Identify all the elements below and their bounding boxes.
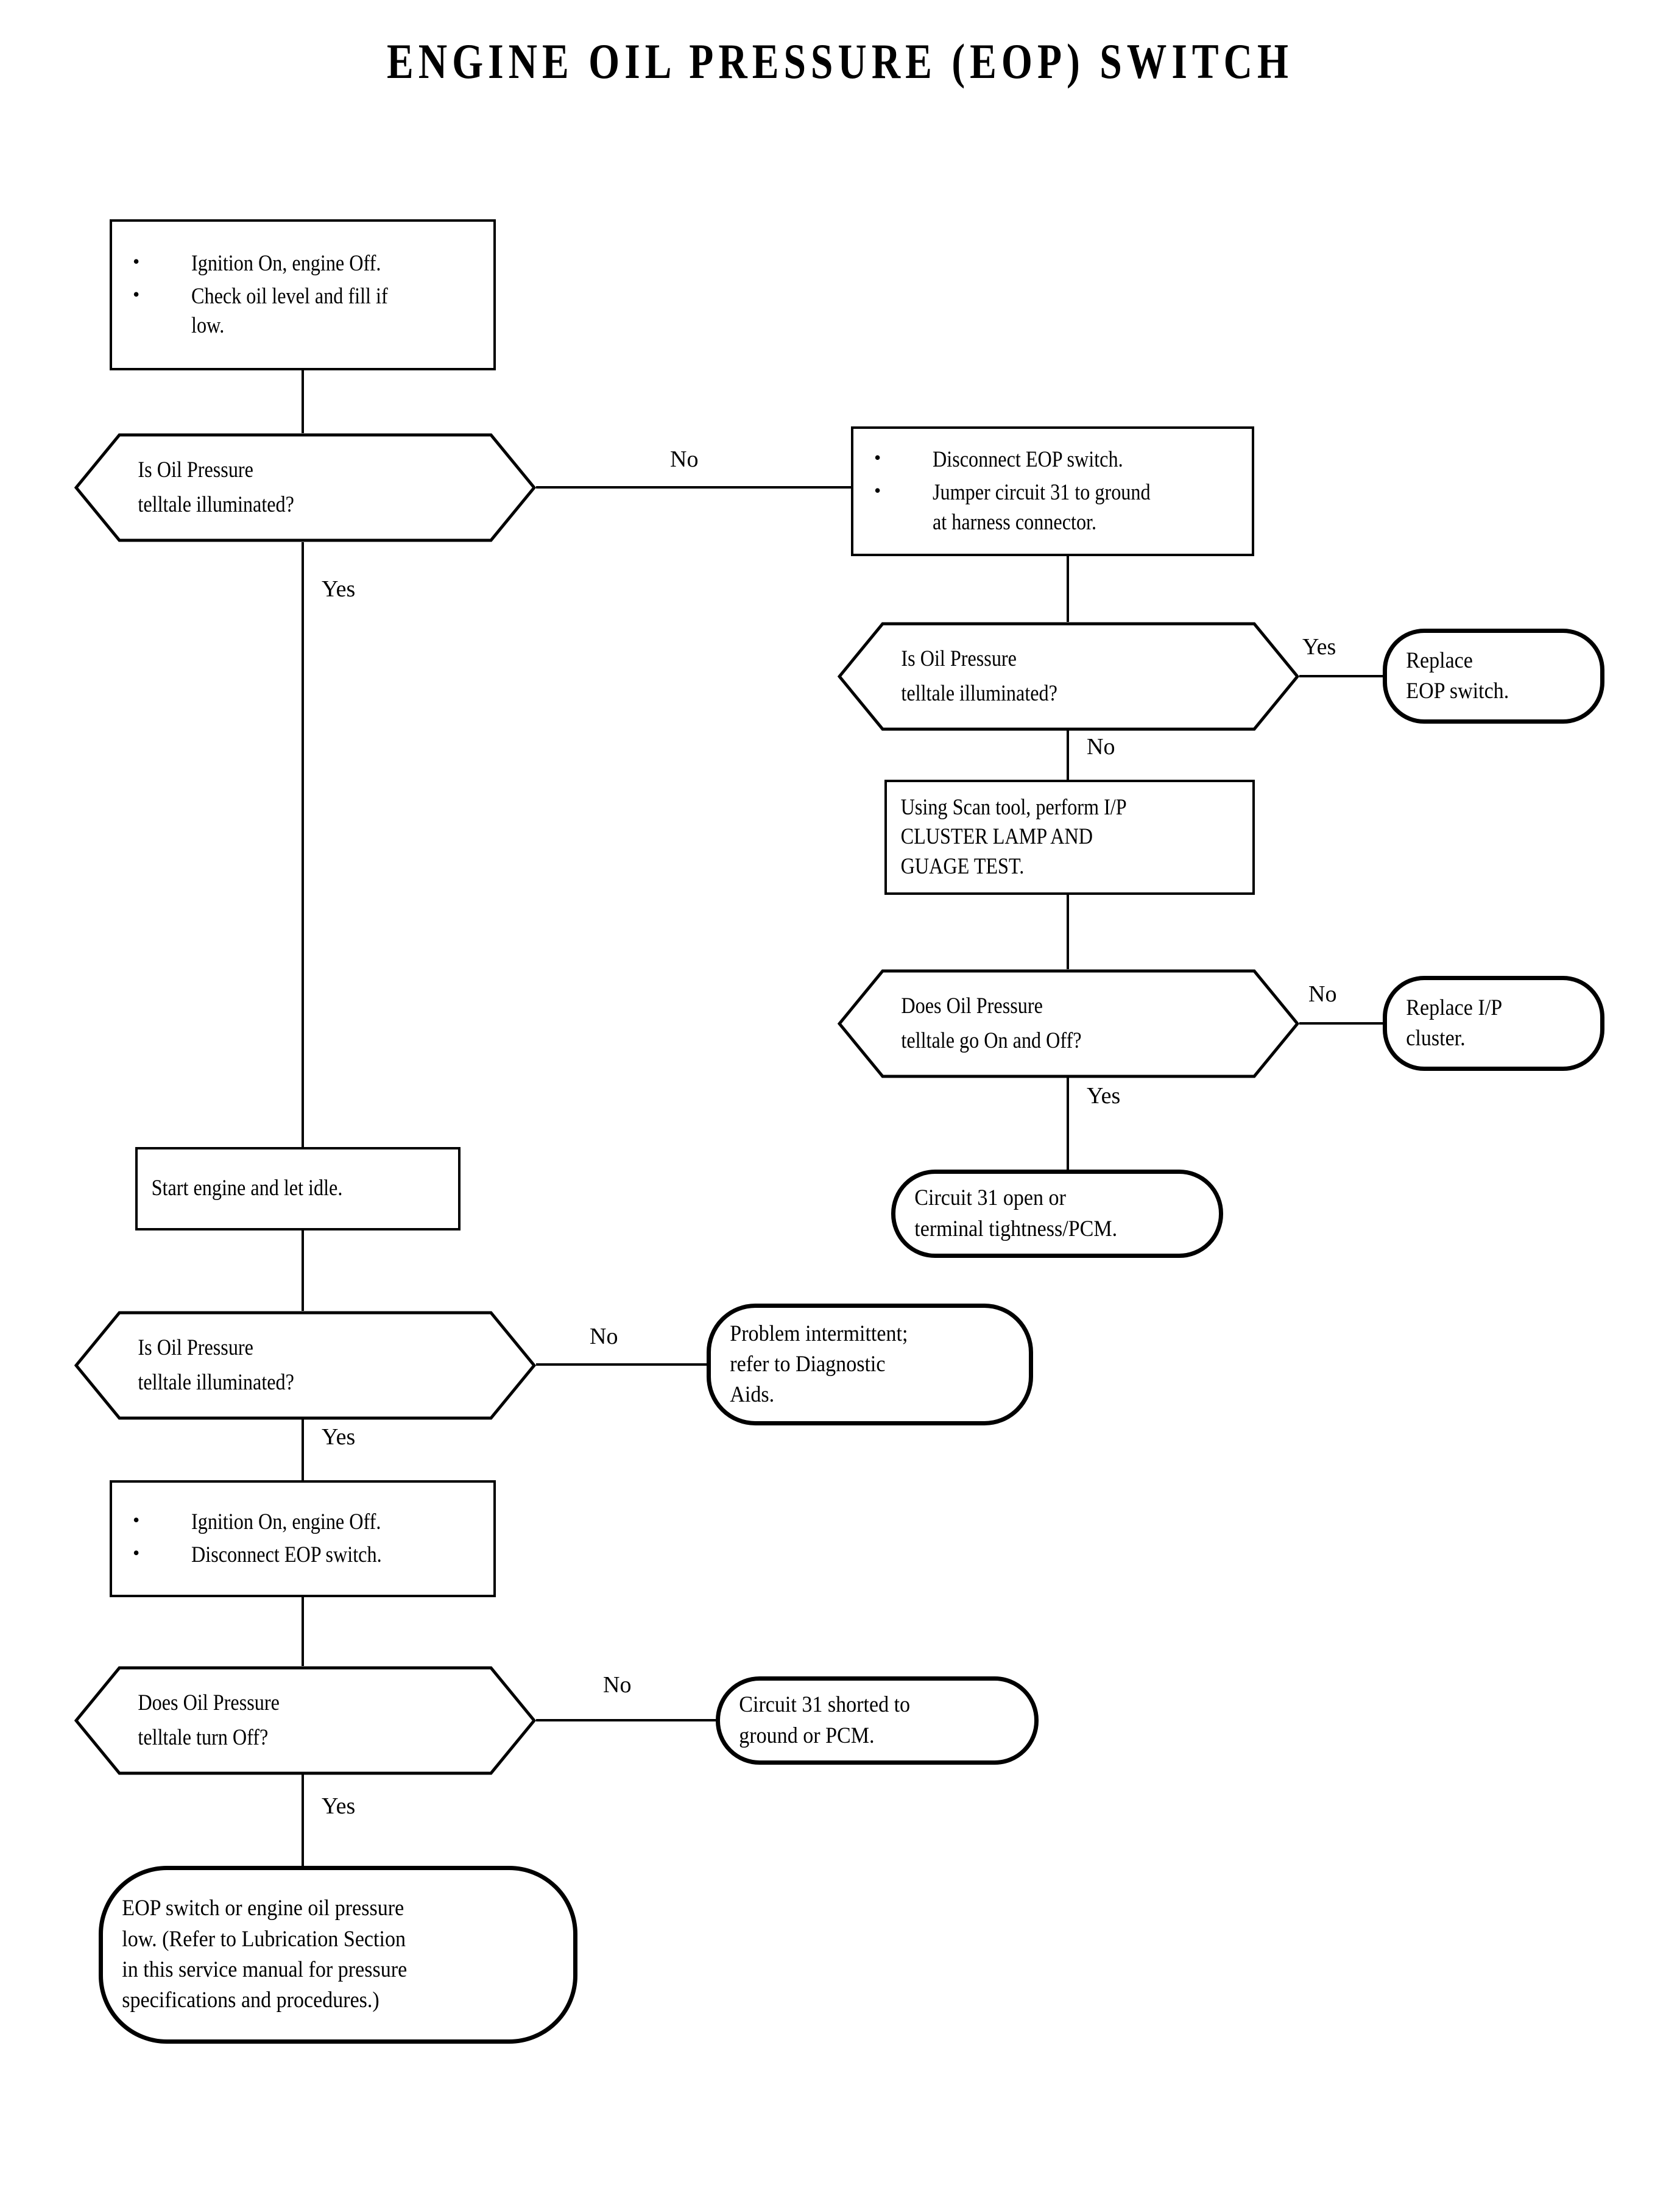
- branch-label-q5-yes: Yes: [322, 1793, 356, 1819]
- terminal-eop-switch-low-pressure: EOP switch or engine oil pressure low. (…: [99, 1866, 577, 2044]
- branch-label-q3-yes: Yes: [1087, 1083, 1121, 1109]
- hexagon-shape: [74, 1666, 536, 1775]
- page-title: ENGINE OIL PRESSURE (EOP) SWITCH: [386, 34, 1294, 89]
- hexagon-shape: [74, 433, 536, 542]
- hexagon-shape: [74, 1311, 536, 1420]
- decision-q2-telltale-illuminated: Is Oil Pressure telltale illuminated?: [838, 622, 1299, 731]
- branch-label-q1-yes: Yes: [322, 576, 356, 602]
- bullet-glyph-icon: •: [133, 250, 140, 272]
- list-item: • Ignition On, engine Off.: [133, 250, 381, 276]
- list-item: • Disconnect EOP switch.: [874, 447, 1123, 473]
- decision-label-wrap: Does Oil Pressure telltale turn Off?: [138, 1690, 280, 1750]
- decision-label-wrap: Is Oil Pressure telltale illuminated?: [901, 646, 1057, 706]
- hexagon-shape: [838, 622, 1299, 731]
- process-ignition-disconnect: • Ignition On, engine Off. • Disconnect …: [110, 1480, 496, 1597]
- process-start-engine-idle: Start engine and let idle.: [135, 1147, 461, 1230]
- decision-q4-telltale-illuminated: Is Oil Pressure telltale illuminated?: [74, 1311, 536, 1420]
- bullet-glyph-icon: •: [133, 283, 140, 305]
- terminal-circuit31-open: Circuit 31 open or terminal tightness/PC…: [891, 1170, 1223, 1258]
- list-item: • Disconnect EOP switch.: [133, 1542, 382, 1567]
- decision-q1-telltale-illuminated: Is Oil Pressure telltale illuminated?: [74, 433, 536, 542]
- process-disconnect-jumper: • Disconnect EOP switch. • Jumper circui…: [851, 426, 1254, 556]
- decision-q3-telltale-on-off: Does Oil Pressure telltale go On and Off…: [838, 969, 1299, 1078]
- terminal-circuit31-shorted: Circuit 31 shorted to ground or PCM.: [716, 1676, 1039, 1765]
- bullet-glyph-icon: •: [133, 1542, 140, 1564]
- branch-label-q1-no: No: [670, 447, 699, 472]
- branch-label-q4-no: No: [590, 1324, 618, 1349]
- terminal-replace-ip-cluster: Replace I/P cluster.: [1383, 976, 1604, 1071]
- process-start-checks: • Ignition On, engine Off. • Check oil l…: [110, 219, 496, 370]
- hexagon-shape: [838, 969, 1299, 1078]
- bullet-list: • Ignition On, engine Off. • Disconnect …: [112, 1504, 493, 1573]
- branch-label-q5-no: No: [603, 1672, 632, 1698]
- bullet-glyph-icon: •: [874, 447, 881, 469]
- branch-label-q2-no: No: [1087, 734, 1115, 760]
- process-scan-tool-test: Using Scan tool, perform I/P CLUSTER LAM…: [884, 780, 1255, 895]
- decision-q5-telltale-turn-off: Does Oil Pressure telltale turn Off?: [74, 1666, 536, 1775]
- branch-label-q4-yes: Yes: [322, 1424, 356, 1450]
- list-item: • Jumper circuit 31 to ground at harness…: [874, 479, 1151, 535]
- decision-label-wrap: Is Oil Pressure telltale illuminated?: [138, 457, 294, 517]
- branch-label-q3-no: No: [1308, 981, 1337, 1007]
- bullet-glyph-icon: •: [133, 1508, 140, 1531]
- bullet-list: • Ignition On, engine Off. • Check oil l…: [112, 245, 493, 344]
- terminal-replace-eop-switch: Replace EOP switch.: [1383, 629, 1604, 724]
- list-item: • Check oil level and fill if low.: [133, 283, 388, 339]
- bullet-glyph-icon: •: [874, 479, 881, 502]
- bullet-list: • Disconnect EOP switch. • Jumper circui…: [853, 442, 1252, 540]
- terminal-problem-intermittent: Problem intermittent; refer to Diagnosti…: [707, 1304, 1033, 1425]
- list-item: • Ignition On, engine Off.: [133, 1508, 381, 1534]
- decision-label-wrap: Does Oil Pressure telltale go On and Off…: [901, 994, 1082, 1053]
- branch-label-q2-yes: Yes: [1302, 634, 1336, 660]
- decision-label-wrap: Is Oil Pressure telltale illuminated?: [138, 1335, 294, 1395]
